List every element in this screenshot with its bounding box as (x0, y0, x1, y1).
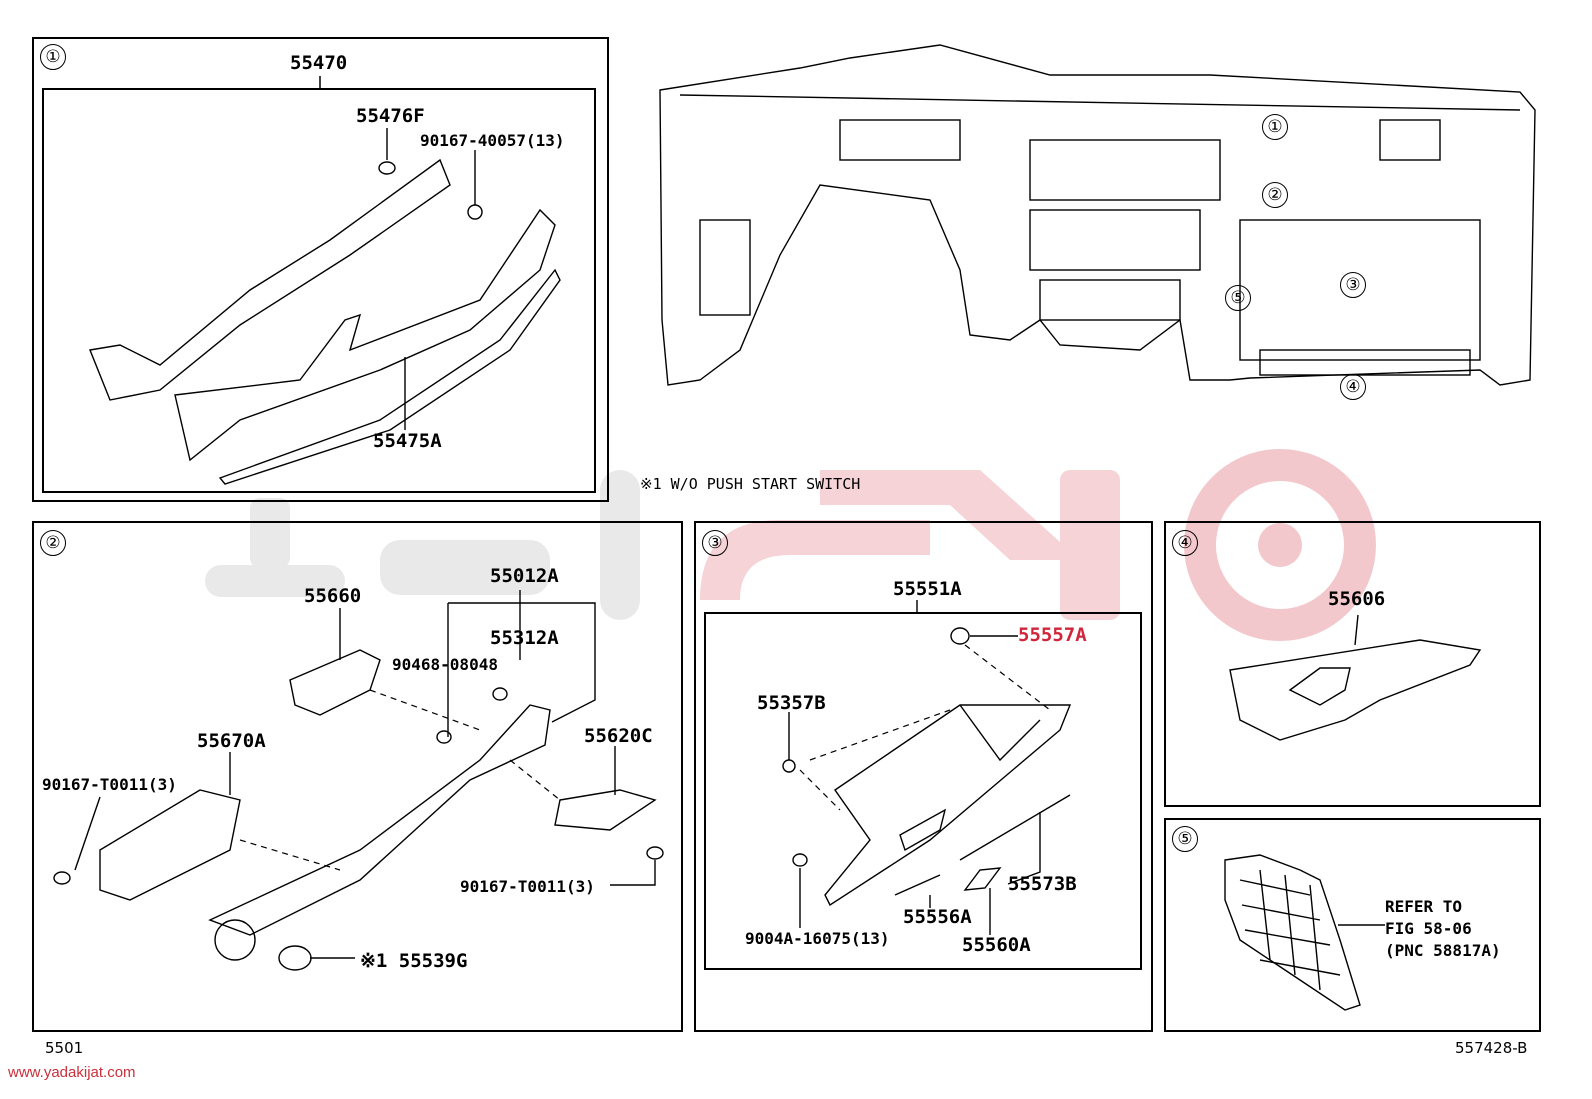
label-55573B: 55573B (1008, 873, 1077, 895)
part-center-cluster (53, 590, 664, 971)
dashboard-reinforcement-overview (659, 44, 1536, 386)
label-90167-T0011-right: 90167-T0011(3) (460, 877, 595, 896)
callout-3: ③ (1340, 272, 1366, 298)
panel-4 (1164, 521, 1541, 807)
label-90167-40057: 90167-40057(13) (420, 131, 565, 150)
panel-1-assembly-box (42, 88, 596, 493)
footer-page-code: 5501 (45, 1039, 84, 1057)
label-9004A-16075: 9004A-16075(13) (745, 929, 890, 948)
label-55556A: 55556A (903, 906, 972, 928)
part-glove-box (782, 600, 1072, 935)
label-55539G: ※1 55539G (360, 950, 468, 972)
label-55475A: 55475A (373, 430, 442, 452)
label-55312A: 55312A (490, 627, 559, 649)
callout-2: ② (1262, 182, 1288, 208)
label-90167-T0011-left: 90167-T0011(3) (42, 775, 177, 794)
callout-1: ① (1262, 114, 1288, 140)
part-dashboard-upper-panel (89, 128, 561, 485)
panel-2 (32, 521, 683, 1032)
panel-5 (1164, 818, 1541, 1032)
panel-1 (32, 37, 609, 502)
label-55620C: 55620C (584, 725, 653, 747)
label-55476F: 55476F (356, 105, 425, 127)
label-55670A: 55670A (197, 730, 266, 752)
label-55606: 55606 (1328, 588, 1386, 610)
panel-3-number: ③ (702, 530, 728, 556)
panel-1-number: ① (40, 44, 66, 70)
callout-4: ④ (1340, 374, 1366, 400)
part-lower-panel (1229, 614, 1482, 741)
label-55470: 55470 (290, 52, 348, 74)
refer-line-2: FIG 58-06 (1385, 919, 1472, 938)
leader-55470 (319, 76, 321, 88)
callout-5: ⑤ (1225, 285, 1251, 311)
refer-line-1: REFER TO (1385, 897, 1463, 916)
note-push-start: ※1 W/O PUSH START SWITCH (640, 475, 861, 493)
label-55551A: 55551A (893, 578, 962, 600)
panel-3-assembly-box (704, 612, 1142, 970)
panel-3 (694, 521, 1153, 1032)
footer-figure-code: 557428-B (1455, 1039, 1528, 1057)
label-90468-08048: 90468-08048 (392, 655, 498, 674)
panel-2-number: ② (40, 530, 66, 556)
label-55560A: 55560A (962, 934, 1031, 956)
label-55012A: 55012A (490, 565, 559, 587)
part-side-bracket (1224, 854, 1385, 1011)
watermark-url[interactable]: www.yadakijat.com (8, 1064, 136, 1081)
refer-line-3: (PNC 58817A) (1385, 941, 1501, 960)
panel-4-number: ④ (1172, 530, 1198, 556)
label-55660: 55660 (304, 585, 362, 607)
label-55557A: 55557A (1018, 624, 1087, 646)
label-55357B: 55357B (757, 692, 826, 714)
panel-5-number: ⑤ (1172, 826, 1198, 852)
